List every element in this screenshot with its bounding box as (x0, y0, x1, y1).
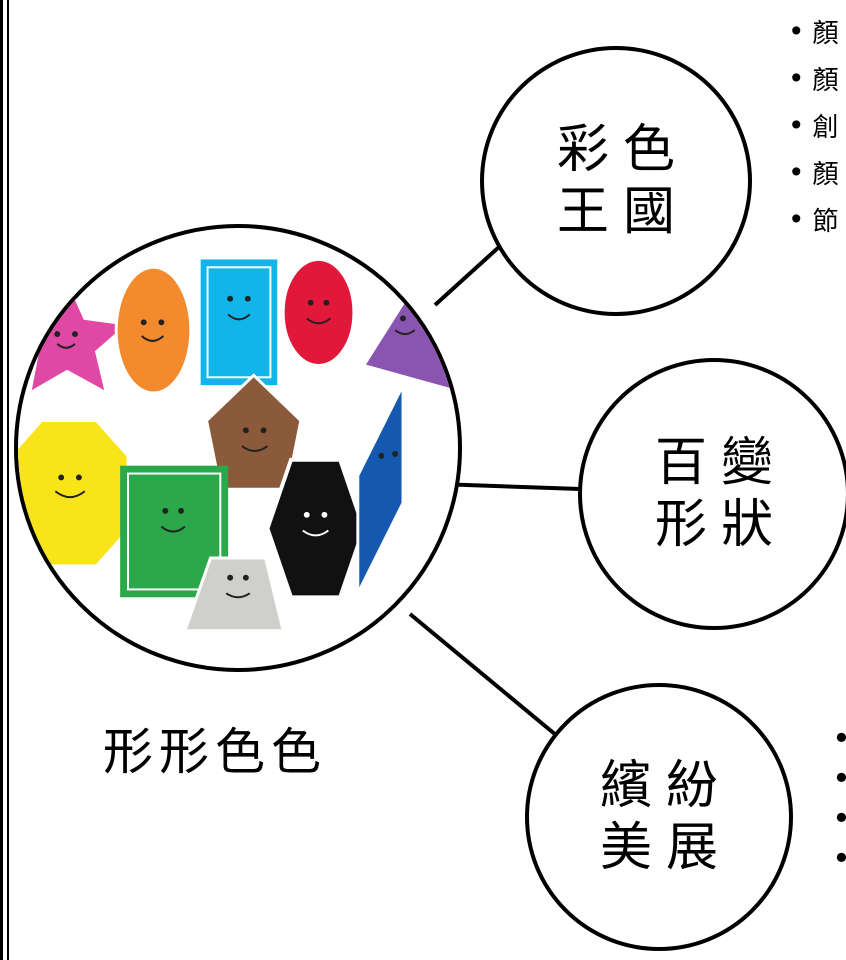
bottom-bullet-list: • • • • (832, 718, 846, 878)
list-item: • 節 (788, 196, 846, 243)
topic-label-line: 彩色 (556, 119, 689, 180)
topic-label-line: 形狀 (654, 495, 787, 555)
topic-label-line: 王國 (556, 182, 689, 242)
topic-label-line: 美展 (599, 818, 732, 878)
top-bullet-list: • 顏 • 顏 • 創 • 顏 • 節 (788, 8, 846, 243)
list-item: • (832, 758, 846, 798)
center-shapes-circle (14, 224, 462, 672)
bullet-marker: • (788, 109, 805, 142)
bullet-marker: • (788, 203, 805, 236)
topic-bubble-art-exhibition: 繽紛 美展 (525, 683, 793, 951)
oval-shape (114, 265, 193, 395)
bullet-text: 顏 (812, 19, 839, 49)
bullet-text: 節 (812, 207, 839, 237)
bullet-text: 創 (812, 113, 839, 143)
list-item: • 顏 (788, 8, 846, 55)
connector-line-bottom (408, 612, 564, 742)
topic-bubble-colorful-kingdom: 彩色 王國 (480, 46, 752, 316)
bullet-marker: • (832, 719, 846, 757)
brown-pentagon-shape (204, 373, 303, 491)
bullet-marker: • (788, 62, 805, 95)
bullet-marker: • (788, 15, 805, 48)
bullet-text: 顏 (812, 160, 839, 190)
gray-trapezoid-shape (182, 556, 286, 633)
page-left-border (0, 0, 9, 960)
colorful-shapes-illustration (18, 257, 458, 633)
bullet-text: 顏 (812, 66, 839, 96)
topic-label-line: 百變 (654, 432, 787, 493)
bullet-marker: • (832, 759, 846, 797)
list-item: • (832, 798, 846, 838)
list-item: • (832, 838, 846, 878)
list-item: • (832, 718, 846, 758)
topic-bubble-changing-shapes: 百變 形狀 (578, 358, 846, 630)
blue-rhombus-shape (356, 384, 405, 595)
blue-rectangle-shape (200, 259, 278, 386)
center-caption: 形形色色 (103, 723, 327, 781)
list-item: • 顏 (788, 55, 846, 102)
bullet-marker: • (832, 839, 846, 877)
yellow-octagon-shape (18, 419, 130, 568)
red-circle-shape (281, 257, 356, 367)
list-item: • 創 (788, 102, 846, 149)
bullet-marker: • (788, 156, 805, 189)
topic-label-line: 繽紛 (599, 755, 732, 816)
black-hexagon-shape (265, 457, 366, 600)
bullet-marker: • (832, 799, 846, 837)
list-item: • 顏 (788, 149, 846, 196)
